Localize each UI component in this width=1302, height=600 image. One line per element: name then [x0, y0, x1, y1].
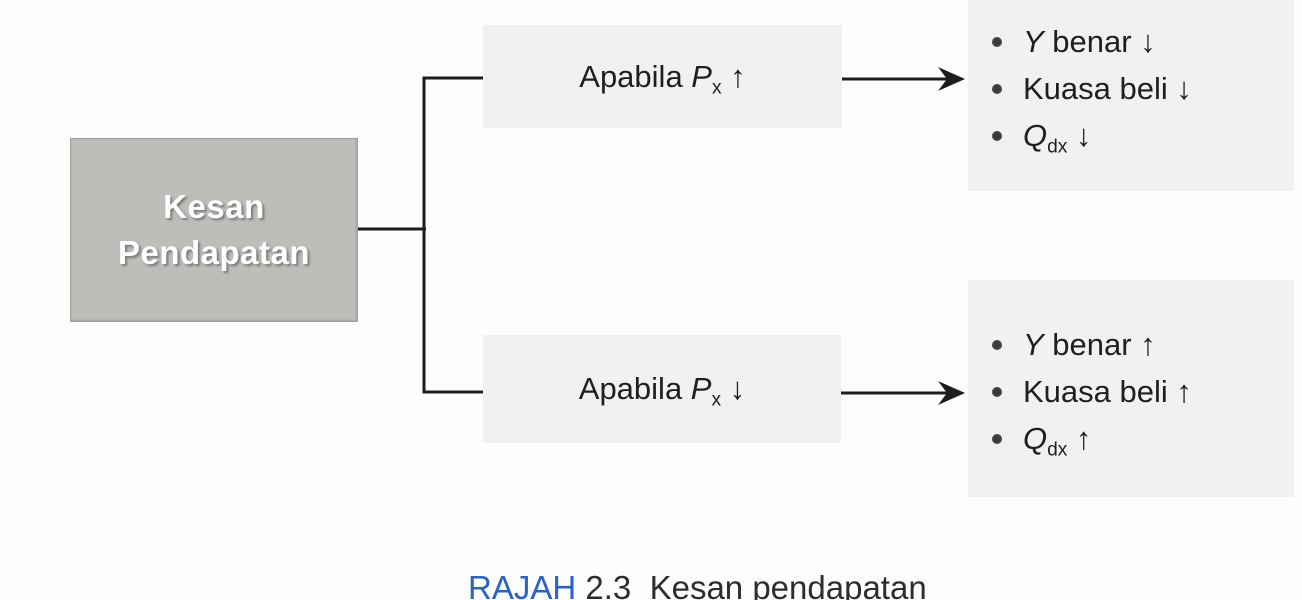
outcome-list-bottom: Y benar ↑ Kuasa beli ↑ Qdx ↑: [968, 321, 1294, 462]
list-item-text: Qdx ↓: [1023, 117, 1092, 158]
branch-top-text: Apabila Px ↑: [579, 58, 746, 99]
branch-box-bottom: Apabila Px ↓: [483, 335, 841, 443]
caption-number: 2.3: [576, 569, 632, 600]
outcome-box-top: Y benar ↓ Kuasa beli ↓ Qdx ↓: [968, 0, 1294, 191]
down-arrow-glyph: ↓: [1067, 117, 1092, 153]
root-box: Kesan Pendapatan: [70, 138, 358, 322]
figure-caption: RAJAH 2.3 Kesan pendapatan: [0, 531, 1302, 600]
list-item: Kuasa beli ↑: [992, 368, 1294, 415]
bullet-icon: [992, 130, 1002, 141]
arrow-top-head-icon: [938, 67, 965, 91]
list-item: Qdx ↓: [992, 112, 1294, 159]
caption-title: Kesan pendapatan: [631, 569, 927, 600]
root-box-line1: Kesan: [163, 188, 265, 225]
bullet-icon: [992, 339, 1002, 350]
root-box-line2: Pendapatan: [117, 234, 311, 271]
list-item: Kuasa beli ↓: [992, 65, 1294, 112]
outcome-box-bottom: Y benar ↑ Kuasa beli ↑ Qdx ↑: [968, 280, 1294, 497]
list-item-text: Y benar ↑: [1023, 326, 1156, 362]
down-arrow-glyph: ↓: [1167, 70, 1192, 106]
up-arrow-glyph: ↑: [1067, 420, 1092, 456]
down-arrow-glyph: ↓: [1131, 23, 1156, 59]
list-item-text: Y benar ↓: [1023, 23, 1156, 59]
connector-trunk-line: [422, 76, 483, 394]
outcome-list-top: Y benar ↓ Kuasa beli ↓ Qdx ↓: [968, 18, 1294, 159]
down-arrow-glyph: ↓: [721, 371, 746, 406]
list-item: Qdx ↑: [992, 415, 1294, 462]
up-arrow-glyph: ↑: [721, 58, 746, 94]
up-arrow-glyph: ↑: [1131, 326, 1156, 362]
branch-bottom-text: Apabila Px ↓: [578, 371, 746, 411]
list-item: Y benar ↑: [992, 321, 1294, 368]
bullet-icon: [992, 433, 1002, 444]
list-item-text: Kuasa beli ↑: [1023, 373, 1192, 409]
bullet-icon: [992, 83, 1002, 94]
list-item-text: Qdx ↑: [1023, 420, 1092, 461]
arrow-bottom-head-icon: [938, 381, 965, 405]
up-arrow-glyph: ↑: [1167, 373, 1192, 409]
bullet-icon: [992, 36, 1002, 47]
bullet-icon: [992, 386, 1002, 397]
list-item-text: Kuasa beli ↓: [1023, 70, 1192, 106]
list-item: Y benar ↓: [992, 18, 1294, 65]
caption-label: RAJAH: [468, 569, 577, 600]
branch-box-top: Apabila Px ↑: [483, 25, 842, 128]
